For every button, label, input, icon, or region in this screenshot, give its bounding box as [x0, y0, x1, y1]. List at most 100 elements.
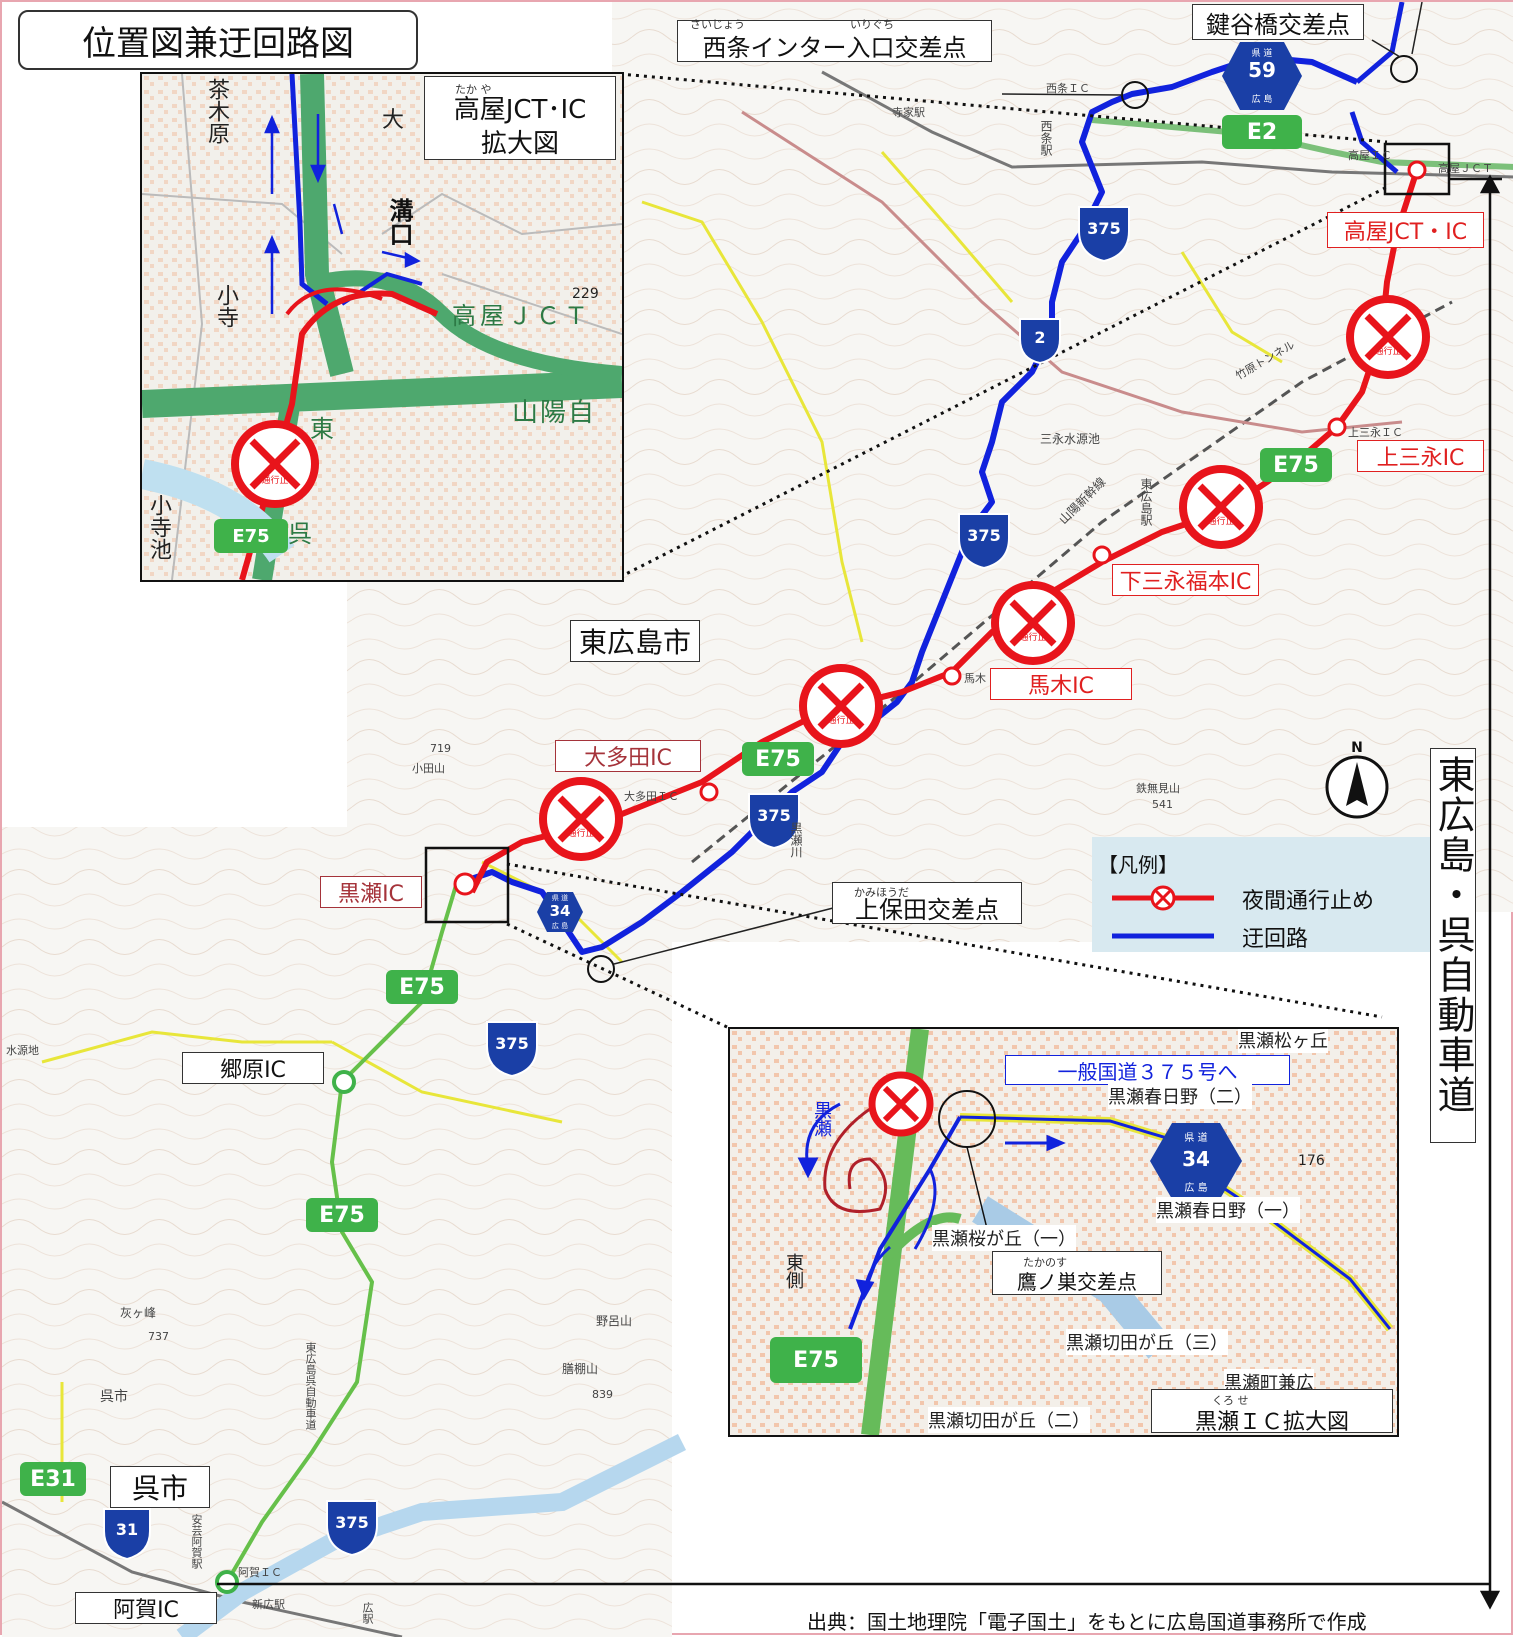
kurose-label-elev-176: 176 — [1298, 1153, 1325, 1169]
kamimi-ic-label: 上三永IC — [1357, 440, 1484, 472]
kurose-inset-e75-badge: E75 — [770, 1337, 862, 1383]
stop-marker-otada: 通行止 — [798, 663, 884, 749]
kurose-label-matsugaoka: 黒瀬松ヶ丘 — [1238, 1029, 1328, 1053]
source-caption: 出典：国土地理院「電子国土」をもとに広島国道事務所で作成 — [807, 1610, 1367, 1634]
pref-route-59-shield: 県 道 59 広 島 — [1220, 40, 1304, 112]
kurose-inset-title-box: くろ せ 黒瀬ＩＣ拡大図 — [1151, 1389, 1393, 1435]
umaki-ic-label: 馬木IC — [990, 668, 1132, 700]
takaya-jct-ic-label: 高屋JCT・IC — [1327, 212, 1484, 248]
map-label-takaya-ic-small: 高屋ＩＣ — [1348, 149, 1392, 162]
gobara-ic-marker — [332, 1070, 356, 1094]
takaya-inset-title-box: たか や 高屋JCT･IC 拡大図 — [424, 76, 616, 160]
map-label-aga-ic-small: 阿賀ＩＣ — [238, 1566, 282, 1579]
kurose-label-kurose-vertical: 黒瀬 — [811, 1101, 832, 1137]
sanyo-line — [821, 70, 1513, 179]
kurose-label-kasugano-1: 黒瀬春日野（一） — [1156, 1197, 1300, 1223]
map-label-haigamine-elev: 737 — [148, 1330, 169, 1343]
gobara-ic-label: 郷原IC — [182, 1052, 324, 1084]
takaya-label-dai: 大 — [382, 108, 405, 133]
takaya-label-sanyo: 山陽自 — [512, 398, 597, 428]
expressway-extent-bracket — [217, 174, 1502, 1610]
otada-ic-label: 大多田IC — [555, 740, 701, 772]
map-label-kuwayama: 膳棚山 — [562, 1362, 599, 1376]
kurose-inset-connector-bottom — [506, 922, 728, 1029]
kurose-zoom-box — [424, 846, 510, 924]
kurose-label-kasugano-2: 黒瀬春日野（二） — [1108, 1083, 1252, 1109]
kurose-label-kirita-3: 黒瀬切田が丘（三） — [1066, 1329, 1228, 1355]
map-label-odayama: 小田山 — [412, 762, 445, 775]
takaya-e75-badge: E75 — [214, 519, 288, 553]
map-label-higashihiroshima-station: 東広島駅 — [1139, 478, 1153, 526]
e2-expressway — [1091, 117, 1513, 170]
kamihoda-intersection-marker — [587, 955, 615, 983]
map-label-odayama-elev: 719 — [430, 742, 451, 755]
kagiya-intersection-label: 鍵谷橋交差点 — [1192, 4, 1364, 40]
kurose-label-sakuragaoka-1: 黒瀬桜が丘（一） — [932, 1225, 1076, 1251]
stop-marker-kurose: 通行止 — [538, 776, 624, 862]
map-label-expressway-vertical-small: 東広島呉自動車道 — [304, 1342, 317, 1430]
map-label-aki-aga-station: 安芸阿賀駅 — [190, 1514, 203, 1569]
e75-badge-kurose: E75 — [386, 970, 458, 1004]
route-375-shield-kure: 375 — [325, 1499, 379, 1557]
route-375-shield-north: 375 — [1077, 205, 1131, 263]
takaya-label-kure: 呉 — [288, 520, 312, 548]
takaya-zoom-box — [1383, 142, 1451, 196]
map-label-kuwayama-elev: 839 — [592, 1388, 613, 1401]
stop-marker-umaki: 通行止 — [990, 580, 1076, 666]
aga-ic-label: 阿賀IC — [75, 1592, 217, 1624]
north-arrow: N — [1322, 740, 1392, 820]
route-2-shield: 2 — [1018, 317, 1062, 365]
takaya-stop-marker: 通行止 — [230, 419, 320, 509]
map-label-kazanmine-elev: 541 — [1152, 798, 1173, 811]
kurose-label-kirita-2: 黒瀬切田が丘（二） — [928, 1407, 1090, 1433]
route-31-shield: 31 — [102, 1507, 152, 1561]
map-label-saijo-station: 西条駅 — [1039, 120, 1053, 156]
takaya-label-elev-229: 229 — [572, 286, 599, 302]
map-label-kamimi-small: 上三永ＩＣ — [1348, 426, 1403, 439]
map-label-umaki-small: 馬木 — [964, 672, 986, 685]
map-label-mii-reservoir: 三永水源池 — [1040, 432, 1101, 446]
kamimi-ic-marker — [1327, 417, 1347, 437]
map-label-hiro-station: 広駅 — [361, 1602, 374, 1624]
kurose-ic-marker — [453, 872, 477, 896]
kurose-inset-route-34-shield: 県 道 34 広 島 — [1148, 1121, 1244, 1201]
legend-closure-symbol — [1112, 885, 1214, 911]
takaya-label-mizoguchi: 溝口 — [385, 198, 413, 246]
north-arrow-icon — [1325, 755, 1389, 819]
takaya-ic-marker — [1407, 160, 1427, 180]
shimomi-ic-label: 下三永福本IC — [1112, 564, 1259, 596]
aga-ic-marker — [215, 1570, 239, 1594]
kagiya-intersection-marker — [1390, 55, 1418, 83]
route-375-shield-gobara: 375 — [485, 1020, 539, 1078]
e75-badge-kamimi: E75 — [1260, 448, 1332, 482]
legend-item-detour: 迂回路 — [1108, 921, 1428, 952]
takaya-label-kodera-pond: 小寺池 — [146, 494, 171, 560]
map-label-otada-small: 大多田ＩＣ — [624, 790, 679, 803]
kurose-inset: 一般国道３７５号へ 県 道 34 広 島 黒瀬松ヶ丘 黒瀬春日野（二） 黒瀬春日… — [728, 1027, 1399, 1437]
saijo-intersection-label: 西条インター入口交差点 — [677, 20, 992, 62]
pref-route-34-shield: 県 道 34 広 島 — [535, 890, 585, 934]
map-label-kazanmine: 鉄無見山 — [1136, 782, 1180, 795]
shimomi-ic-marker — [1092, 545, 1112, 565]
higashihiroshima-city-label: 東広島市 — [570, 620, 700, 662]
map-label-nonozan: 野呂山 — [596, 1314, 633, 1328]
expressway-name-vertical: 東広島・呉自動車道 — [1430, 748, 1476, 1143]
kurose-ic-label: 黒瀬IC — [320, 876, 422, 908]
map-label-terai-station: 寺家駅 — [892, 106, 925, 119]
kagiya-leader-line — [1371, 39, 1401, 58]
map-label-takaya-jct-small: 高屋ＪＣＴ — [1438, 162, 1493, 175]
legend-background — [1092, 837, 1442, 952]
kurose-direction-label: 一般国道３７５号へ — [1005, 1055, 1290, 1085]
legend: 【凡例】 夜間通行止め 迂回路 — [1092, 837, 1442, 952]
legend-item-closure: 夜間通行止め — [1108, 883, 1428, 914]
stop-marker-shimomi: 通行止 — [1178, 464, 1264, 550]
e75-badge-otada: E75 — [742, 742, 814, 776]
map-label-kure-small: 呉市 — [100, 1389, 128, 1405]
e31-badge: E31 — [20, 1462, 86, 1496]
kamihoda-intersection-label: 上保田交差点 — [832, 882, 1022, 924]
kurose-label-higashi-side: 東側 — [783, 1253, 804, 1289]
legend-detour-symbol — [1112, 933, 1214, 939]
map-label-water-source: 水源地 — [6, 1044, 39, 1057]
otada-ic-marker — [699, 782, 719, 802]
